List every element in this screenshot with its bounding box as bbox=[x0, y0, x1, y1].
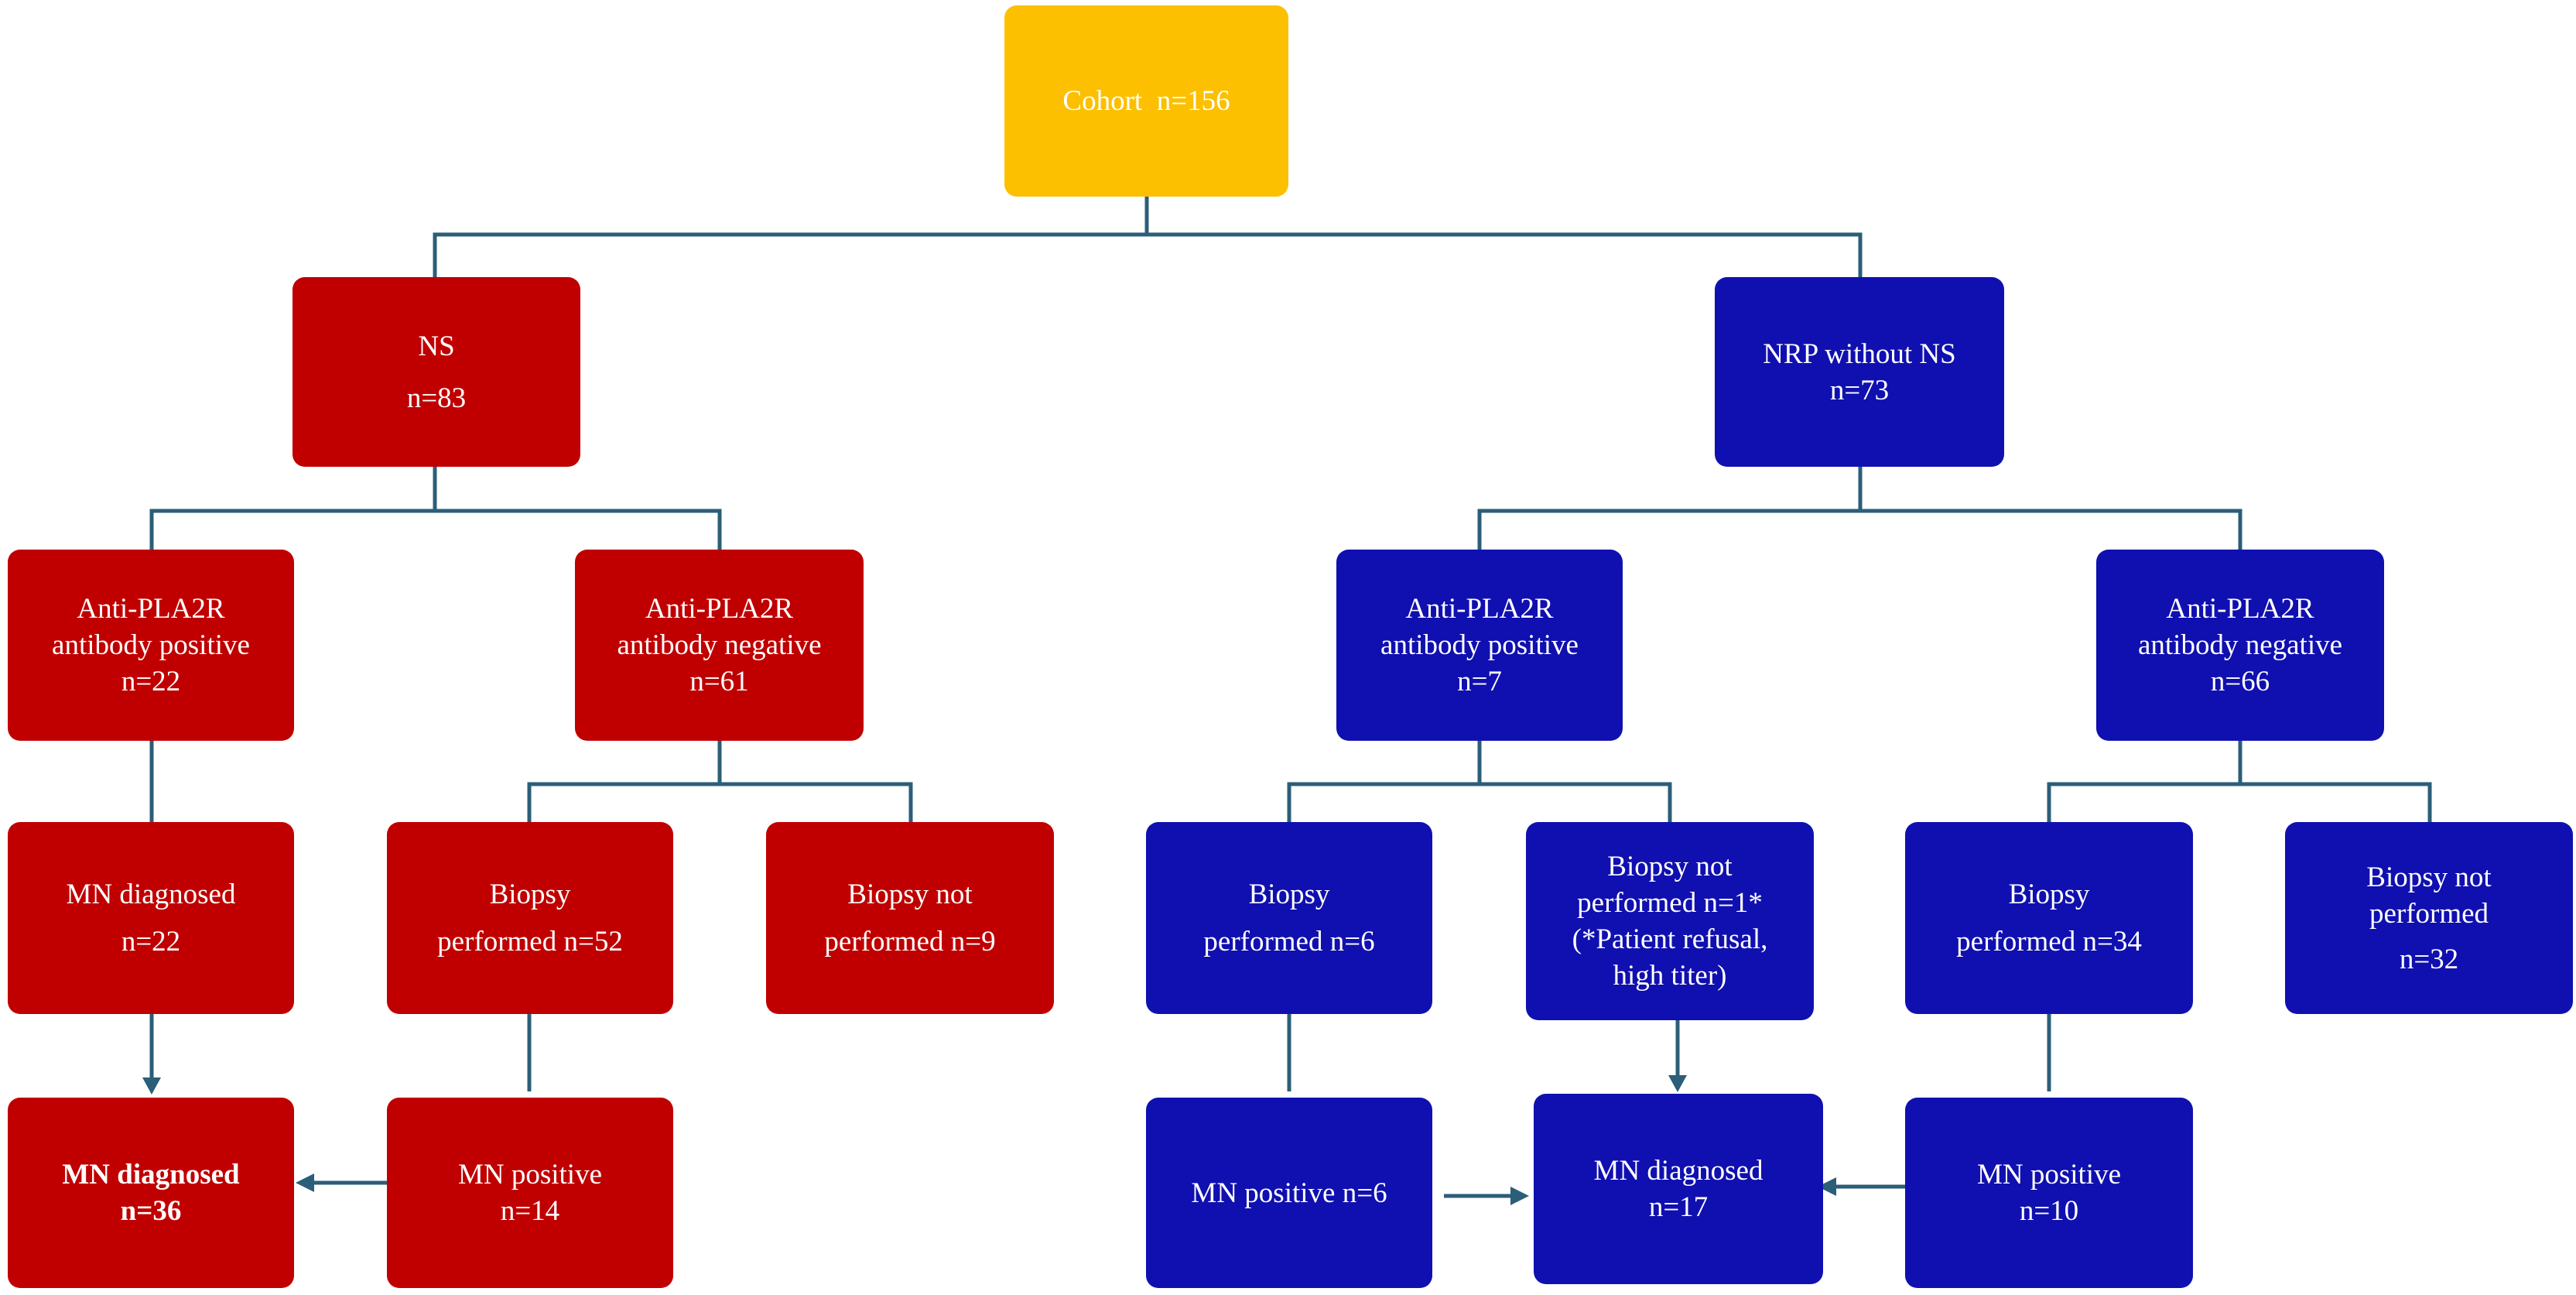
arrowhead-nrp-left bbox=[1818, 1177, 1836, 1196]
nrp-antibody-negative-box: Anti-PLA2R antibody negative n=66 bbox=[2096, 550, 2384, 741]
nrp-pos-biopsy-line2: performed n=6 bbox=[1203, 926, 1375, 958]
connector-nrp-pos-split bbox=[1287, 741, 1672, 822]
arrowhead-ns-left bbox=[296, 1173, 314, 1192]
ns-pos-mn-count: n=22 bbox=[121, 926, 181, 958]
ns-count: n=83 bbox=[406, 382, 467, 414]
ns-biopsy-performed-box: Biopsy performed n=52 bbox=[387, 822, 673, 1014]
connector-ns-neg-split bbox=[527, 741, 913, 822]
ns-total-mn-count: n=36 bbox=[120, 1195, 182, 1227]
ns-pos-line1: Anti-PLA2R bbox=[77, 593, 225, 625]
nrp-pos-biopsy-performed-box: Biopsy performed n=6 bbox=[1146, 822, 1432, 1014]
nrp-neg-count: n=66 bbox=[2210, 666, 2270, 697]
ns-biopsy-mn-positive-box: MN positive n=14 bbox=[387, 1098, 673, 1288]
ns-nobiopsy-line1: Biopsy not bbox=[847, 879, 973, 910]
arrowhead-ns-mn bbox=[142, 1077, 161, 1095]
ns-biopsy-line2: performed n=52 bbox=[437, 926, 623, 958]
nrp-neg-biopsy-line2: performed n=34 bbox=[1956, 926, 2142, 958]
nrp-pos-nobiopsy-note1: (*Patient refusal, bbox=[1572, 923, 1768, 955]
nrp-neg-mn-positive-box: MN positive n=10 bbox=[1905, 1098, 2193, 1288]
nrp-neg-line2: antibody negative bbox=[2137, 629, 2343, 661]
nrp-pos-nobiopsy-line2: performed n=1* bbox=[1577, 887, 1763, 919]
ns-nobiopsy-line2: performed n=9 bbox=[824, 926, 996, 958]
nrp-neg-biopsy-not-performed-box: Biopsy not performed n=32 bbox=[2285, 822, 2573, 1014]
cohort-box: Cohort n=156 bbox=[1004, 5, 1288, 197]
nrp-neg-biopsy-line1: Biopsy bbox=[2008, 879, 2090, 910]
nrp-neg-mn-count: n=10 bbox=[2019, 1195, 2079, 1227]
nrp-total-mn-label: MN diagnosed bbox=[1593, 1155, 1764, 1187]
nrp-pos-biopsy-line1: Biopsy bbox=[1248, 879, 1330, 910]
ns-pos-mn-label: MN diagnosed bbox=[66, 879, 236, 910]
nrp-antibody-positive-box: Anti-PLA2R antibody positive n=7 bbox=[1336, 550, 1623, 741]
ns-biopsy-not-performed-box: Biopsy not performed n=9 bbox=[766, 822, 1054, 1014]
nrp-pos-mn-label: MN positive n=6 bbox=[1191, 1177, 1387, 1209]
ns-total-mn-label: MN diagnosed bbox=[62, 1159, 240, 1191]
cohort-label: Cohort n=156 bbox=[1062, 85, 1230, 117]
ns-biopsy-line1: Biopsy bbox=[489, 879, 571, 910]
nrp-neg-nobiopsy-line1: Biopsy not bbox=[2366, 861, 2492, 893]
ns-pos-mn-diagnosed-box: MN diagnosed n=22 bbox=[8, 822, 294, 1014]
ns-neg-count: n=61 bbox=[689, 666, 749, 697]
arrowhead-nrp-nobiopsy bbox=[1668, 1075, 1687, 1092]
nrp-total-mn-count: n=17 bbox=[1648, 1191, 1709, 1223]
nrp-pos-nobiopsy-line1: Biopsy not bbox=[1607, 851, 1733, 882]
nrp-pos-line1: Anti-PLA2R bbox=[1405, 593, 1554, 625]
ns-label: NS bbox=[418, 330, 455, 362]
connector-ns-split bbox=[149, 467, 722, 550]
nrp-neg-biopsy-performed-box: Biopsy performed n=34 bbox=[1905, 822, 2193, 1014]
ns-pos-count: n=22 bbox=[121, 666, 181, 697]
connector-nrp-neg-split bbox=[2047, 741, 2432, 822]
ns-antibody-negative-box: Anti-PLA2R antibody negative n=61 bbox=[575, 550, 864, 741]
nrp-pos-nobiopsy-note2: high titer) bbox=[1613, 960, 1727, 992]
nrp-label: NRP without NS bbox=[1763, 337, 1956, 370]
ns-total-mn-diagnosed-box: MN diagnosed n=36 bbox=[8, 1098, 294, 1288]
ns-neg-line2: antibody negative bbox=[617, 629, 822, 661]
ns-neg-line1: Anti-PLA2R bbox=[645, 593, 794, 625]
ns-antibody-positive-box: Anti-PLA2R antibody positive n=22 bbox=[8, 550, 294, 741]
nrp-pos-biopsy-not-performed-box: Biopsy not performed n=1* (*Patient refu… bbox=[1526, 822, 1814, 1020]
ns-pos-line2: antibody positive bbox=[52, 629, 250, 661]
ns-box: NS n=83 bbox=[292, 277, 580, 467]
nrp-total-mn-diagnosed-box: MN diagnosed n=17 bbox=[1534, 1094, 1823, 1284]
nrp-neg-line1: Anti-PLA2R bbox=[2166, 593, 2314, 625]
nrp-pos-count: n=7 bbox=[1457, 666, 1502, 697]
connector-cohort-split bbox=[433, 197, 1863, 277]
nrp-neg-nobiopsy-count: n=32 bbox=[2399, 943, 2459, 975]
connector-nrp-split bbox=[1477, 467, 2242, 550]
nrp-neg-mn-label: MN positive bbox=[1976, 1159, 2122, 1191]
nrp-box: NRP without NS n=73 bbox=[1715, 277, 2004, 467]
nrp-pos-line2: antibody positive bbox=[1380, 629, 1579, 661]
ns-biopsy-mn-count: n=14 bbox=[500, 1195, 560, 1227]
ns-biopsy-mn-label: MN positive bbox=[457, 1159, 603, 1191]
nrp-neg-nobiopsy-line2: performed bbox=[2369, 897, 2489, 930]
arrowhead-nrp-right bbox=[1510, 1187, 1529, 1205]
nrp-count: n=73 bbox=[1829, 374, 1890, 406]
nrp-pos-mn-positive-box: MN positive n=6 bbox=[1146, 1098, 1432, 1288]
